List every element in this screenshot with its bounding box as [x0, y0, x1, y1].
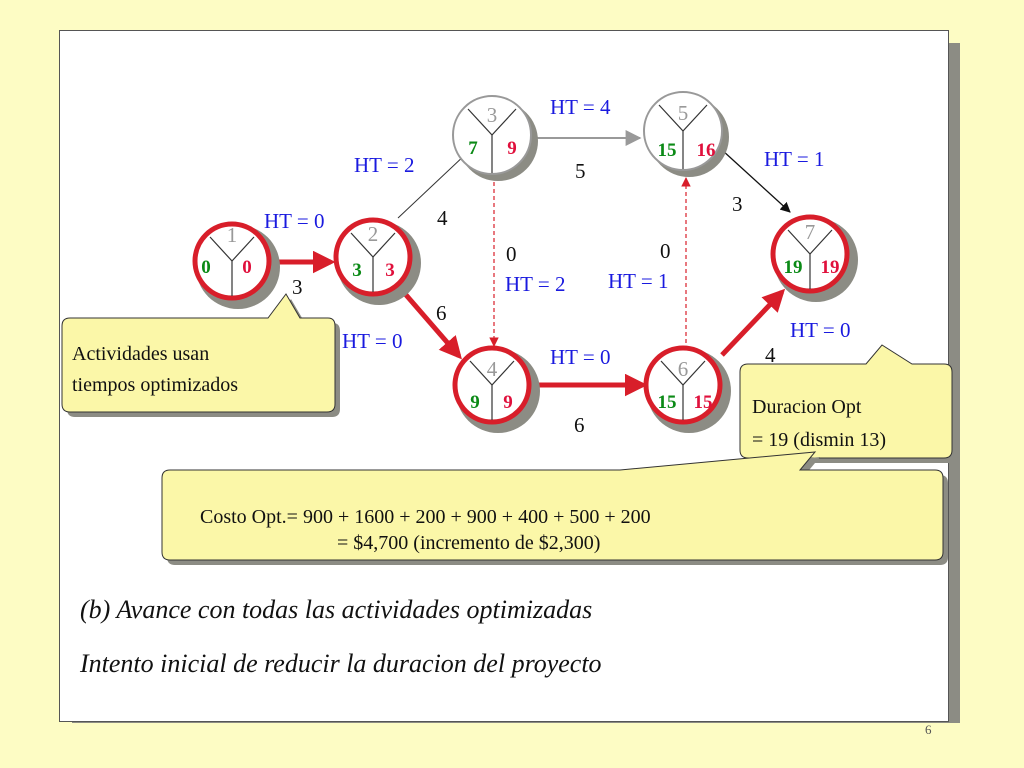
- node-1-lf: 0: [242, 257, 252, 278]
- slack-label-3-5: HT = 4: [550, 95, 611, 119]
- slack-label-2-4: HT = 0: [342, 329, 402, 353]
- node-7-lf: 19: [821, 257, 840, 278]
- node-7: 7 19 19: [770, 214, 858, 302]
- slack-label-3-4: HT = 2: [505, 272, 565, 296]
- node-2: 2 3 3: [333, 217, 421, 305]
- callout-costo-line1: Costo Opt.= 900 + 1600 + 200 + 900 + 400…: [200, 506, 651, 528]
- duration-3-4: 0: [506, 242, 517, 266]
- duration-6-7: 4: [765, 343, 776, 367]
- slack-label-2-3: HT = 2: [354, 153, 414, 177]
- callout-duracion: Duracion Opt = 19 (dismin 13): [739, 344, 957, 463]
- node-7-es: 19: [784, 257, 803, 278]
- callout-actividades: Actividades usan tiempos optimizados: [61, 293, 340, 417]
- node-3-lf: 9: [507, 138, 517, 159]
- arrow-6-7: [720, 288, 786, 357]
- slack-label-4-6: HT = 0: [550, 345, 610, 369]
- node-5-lf: 16: [697, 140, 716, 161]
- slack-label-1-2: HT = 0: [264, 209, 324, 233]
- callout-actividades-line2: tiempos optimizados: [72, 374, 238, 396]
- duration-1-2: 3: [292, 275, 303, 299]
- node-2-id: 2: [368, 222, 379, 246]
- node-6: 6 15 15: [643, 345, 731, 433]
- node-5: 5 15 16: [643, 91, 729, 177]
- arrow-5-7: [721, 149, 791, 213]
- slack-label-6-5: HT = 1: [608, 269, 668, 293]
- node-4-lf: 9: [503, 392, 513, 413]
- caption-line-2: Intento inicial de reducir la duracion d…: [80, 649, 602, 678]
- node-5-id: 5: [678, 101, 689, 125]
- node-1-id: 1: [227, 223, 238, 247]
- duration-3-5: 5: [575, 159, 586, 183]
- node-6-lf: 15: [694, 392, 713, 413]
- node-4-id: 4: [487, 357, 498, 381]
- slack-label-5-7: HT = 1: [764, 147, 824, 171]
- duration-5-7: 3: [732, 192, 743, 216]
- duration-4-6: 6: [574, 413, 585, 437]
- node-6-id: 6: [678, 357, 689, 381]
- callout-costo: Costo Opt.= 900 + 1600 + 200 + 900 + 400…: [161, 451, 948, 565]
- duration-6-5: 0: [660, 239, 671, 263]
- callout-duracion-line1: Duracion Opt: [752, 396, 862, 418]
- arrow-2-3-outline: [397, 152, 468, 219]
- node-3-es: 7: [468, 138, 478, 159]
- node-2-lf: 3: [385, 260, 395, 281]
- duration-2-3: 4: [437, 206, 448, 230]
- node-1-es: 0: [201, 257, 211, 278]
- node-7-id: 7: [805, 220, 816, 244]
- callout-actividades-line1: Actividades usan: [72, 343, 209, 365]
- node-4-es: 9: [470, 392, 480, 413]
- node-3: 3 7 9: [452, 95, 538, 181]
- node-5-es: 15: [658, 140, 677, 161]
- arrow-2-4: [398, 286, 462, 360]
- node-4: 4 9 9: [452, 345, 540, 433]
- callout-costo-line2: = $4,700 (incremento de $2,300): [337, 532, 600, 554]
- page-number: 6: [925, 722, 932, 737]
- node-6-es: 15: [658, 392, 677, 413]
- duration-2-4: 6: [436, 301, 447, 325]
- node-3-id: 3: [487, 103, 498, 127]
- node-2-es: 3: [352, 260, 362, 281]
- node-1: 1 0 0: [192, 221, 280, 309]
- caption-line-1: (b) Avance con todas las actividades opt…: [80, 595, 593, 624]
- slack-label-6-7: HT = 0: [790, 318, 850, 342]
- callout-duracion-line2: = 19 (dismin 13): [752, 429, 886, 451]
